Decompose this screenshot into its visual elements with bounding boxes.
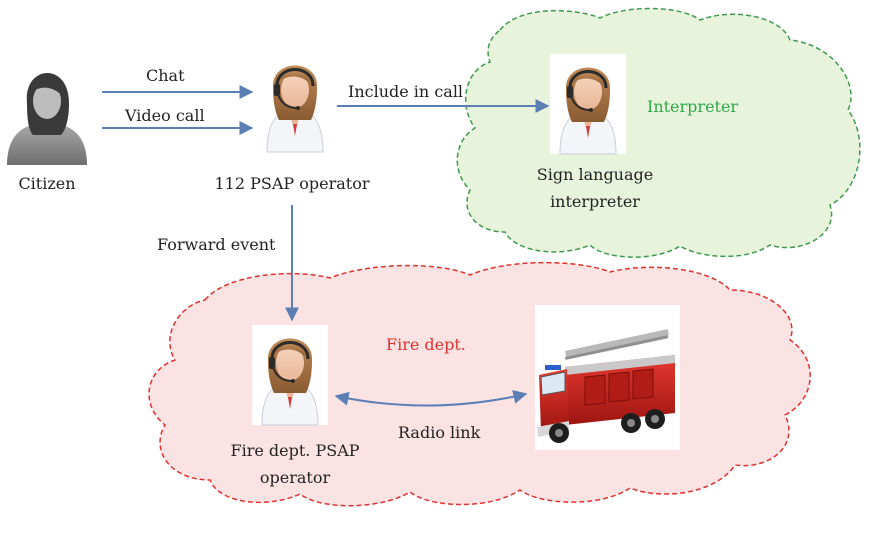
video-call-label: Video call	[124, 106, 205, 125]
interpreter-cloud	[456, 7, 861, 258]
chat-label: Chat	[146, 66, 185, 85]
fire-truck-icon	[535, 305, 680, 450]
fire-psap-label-line1: Fire dept. PSAP	[230, 441, 359, 460]
interpreter-operator-icon	[548, 52, 628, 156]
interpreter-label-line2: interpreter	[550, 192, 640, 211]
radio-link-label: Radio link	[398, 423, 481, 442]
psap-112-operator-icon	[255, 50, 335, 154]
fire-dept-region-label: Fire dept.	[386, 335, 466, 354]
include-in-call-label: Include in call	[348, 82, 463, 101]
forward-event-label: Forward event	[157, 235, 276, 254]
citizen-icon	[7, 72, 87, 165]
fire-psap-label-line2: operator	[260, 468, 331, 487]
radio-link-arrow	[334, 389, 528, 407]
fire-psap-operator-icon	[250, 323, 330, 427]
interpreter-region-label: Interpreter	[647, 97, 738, 116]
interpreter-label-line1: Sign language	[537, 165, 653, 184]
fire-dept-cloud	[148, 261, 811, 507]
psap-112-label: 112 PSAP operator	[215, 174, 370, 193]
citizen-label: Citizen	[18, 174, 75, 193]
